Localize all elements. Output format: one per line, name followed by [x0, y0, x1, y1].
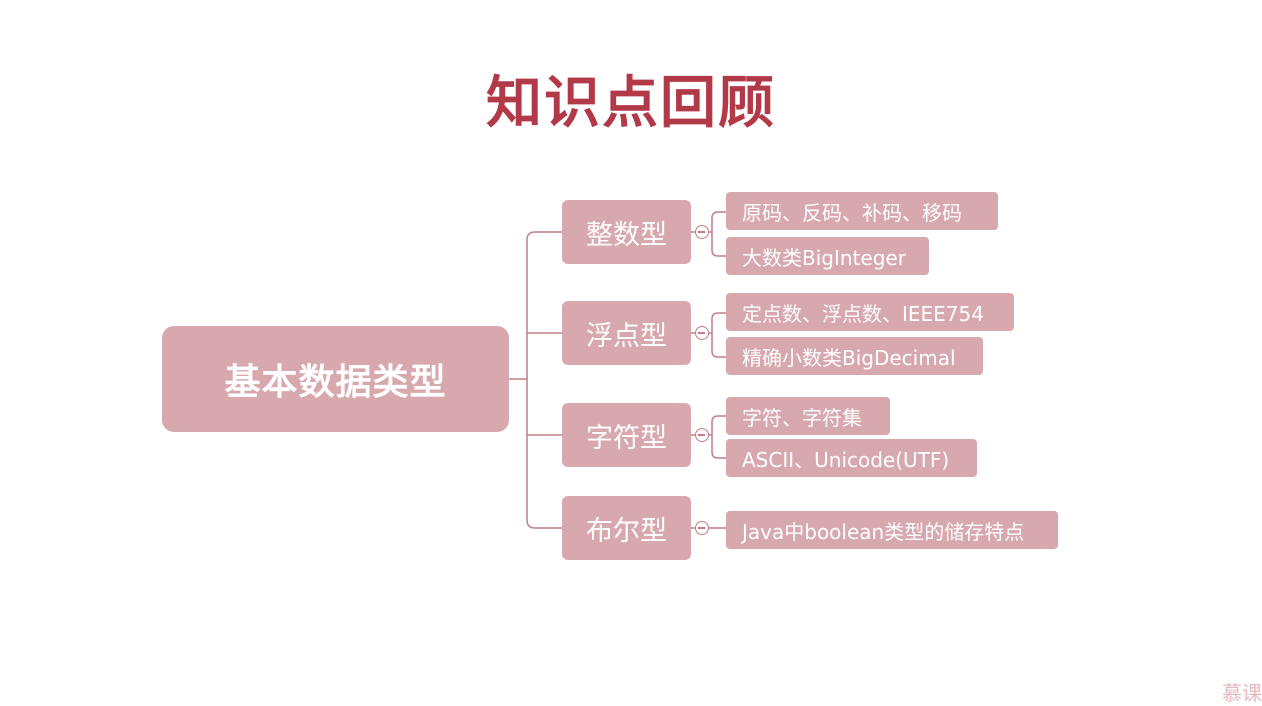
collapse-icon[interactable]: [695, 326, 709, 340]
trunk-connector: [526, 231, 562, 529]
collapse-icon[interactable]: [695, 225, 709, 239]
root-node[interactable]: 基本数据类型: [162, 326, 509, 432]
branch-node-float[interactable]: 浮点型: [562, 301, 691, 365]
branch-node-integer[interactable]: 整数型: [562, 200, 691, 264]
leaf-node[interactable]: 精确小数类BigDecimal: [726, 337, 983, 375]
collapse-icon[interactable]: [695, 428, 709, 442]
leaf-node[interactable]: 字符、字符集: [726, 397, 890, 435]
watermark-logo: 慕课: [1222, 681, 1262, 705]
leaf-node[interactable]: 定点数、浮点数、IEEE754: [726, 293, 1014, 331]
collapse-icon[interactable]: [695, 521, 709, 535]
leaf-node[interactable]: ASCII、Unicode(UTF): [726, 439, 977, 477]
leaf-node[interactable]: 大数类BigInteger: [726, 237, 929, 275]
branch-node-char[interactable]: 字符型: [562, 403, 691, 467]
leaf-node[interactable]: 原码、反码、补码、移码: [726, 192, 998, 230]
leaf-node[interactable]: Java中boolean类型的储存特点: [726, 511, 1058, 549]
slide-title: 知识点回顾: [486, 71, 776, 136]
branch-node-boolean[interactable]: 布尔型: [562, 496, 691, 560]
